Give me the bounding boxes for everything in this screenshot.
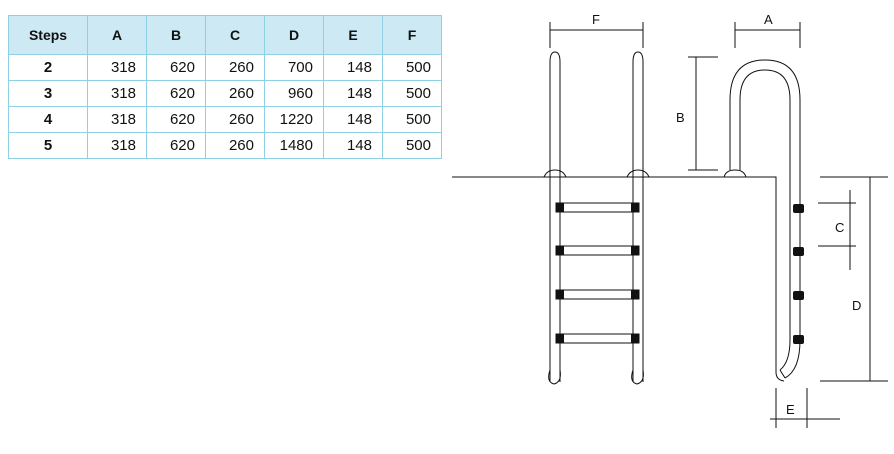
header-steps: Steps — [8, 15, 88, 55]
cell-a: 318 — [87, 80, 147, 107]
label-c: C — [835, 220, 844, 235]
header-a: A — [87, 15, 147, 55]
tread — [555, 245, 640, 256]
cell-d: 960 — [264, 80, 324, 107]
cell-b: 620 — [146, 80, 206, 107]
cell-d: 1220 — [264, 106, 324, 133]
cell-d: 1480 — [264, 132, 324, 159]
label-b: B — [676, 110, 685, 125]
header-b: B — [146, 15, 206, 55]
row-steps: 4 — [8, 106, 88, 133]
cell-e: 148 — [323, 54, 383, 81]
cell-c: 260 — [205, 106, 265, 133]
cell-c: 260 — [205, 54, 265, 81]
dimension-a — [734, 22, 801, 48]
dimension-f — [549, 22, 644, 48]
cell-c: 260 — [205, 132, 265, 159]
table-row: 5 318 620 260 1480 148 500 — [8, 132, 442, 159]
side-view-ladder — [723, 59, 801, 379]
row-steps: 5 — [8, 132, 88, 159]
tread — [555, 333, 640, 344]
table-row: 2 318 620 260 700 148 500 — [8, 54, 442, 81]
header-e: E — [323, 15, 383, 55]
cell-d: 700 — [264, 54, 324, 81]
dimension-e — [770, 388, 840, 428]
label-d: D — [852, 298, 861, 313]
cell-c: 260 — [205, 80, 265, 107]
label-e: E — [786, 402, 795, 417]
cell-a: 318 — [87, 106, 147, 133]
cell-f: 500 — [382, 132, 442, 159]
cell-f: 500 — [382, 80, 442, 107]
cell-a: 318 — [87, 54, 147, 81]
header-d: D — [264, 15, 324, 55]
cell-e: 148 — [323, 132, 383, 159]
table-header-row: Steps A B C D E F — [8, 15, 442, 55]
label-a: A — [764, 12, 773, 27]
header-f: F — [382, 15, 442, 55]
dimension-table: Steps A B C D E F 2 318 620 260 700 148 … — [8, 15, 442, 159]
cell-f: 500 — [382, 54, 442, 81]
cell-b: 620 — [146, 54, 206, 81]
cell-a: 318 — [87, 132, 147, 159]
dimension-d — [820, 176, 888, 382]
tread — [555, 202, 640, 213]
cell-b: 620 — [146, 132, 206, 159]
wall-corner — [775, 371, 785, 382]
cell-e: 148 — [323, 80, 383, 107]
label-f: F — [592, 12, 600, 27]
header-c: C — [205, 15, 265, 55]
row-steps: 3 — [8, 80, 88, 107]
cell-b: 620 — [146, 106, 206, 133]
tread — [555, 289, 640, 300]
cell-f: 500 — [382, 106, 442, 133]
ladder-diagram: F A B C D E — [452, 12, 888, 428]
cell-e: 148 — [323, 106, 383, 133]
dimension-b — [688, 56, 718, 171]
dimension-c — [818, 190, 856, 270]
table-row: 3 318 620 260 960 148 500 — [8, 80, 442, 107]
table-row: 4 318 620 260 1220 148 500 — [8, 106, 442, 133]
row-steps: 2 — [8, 54, 88, 81]
